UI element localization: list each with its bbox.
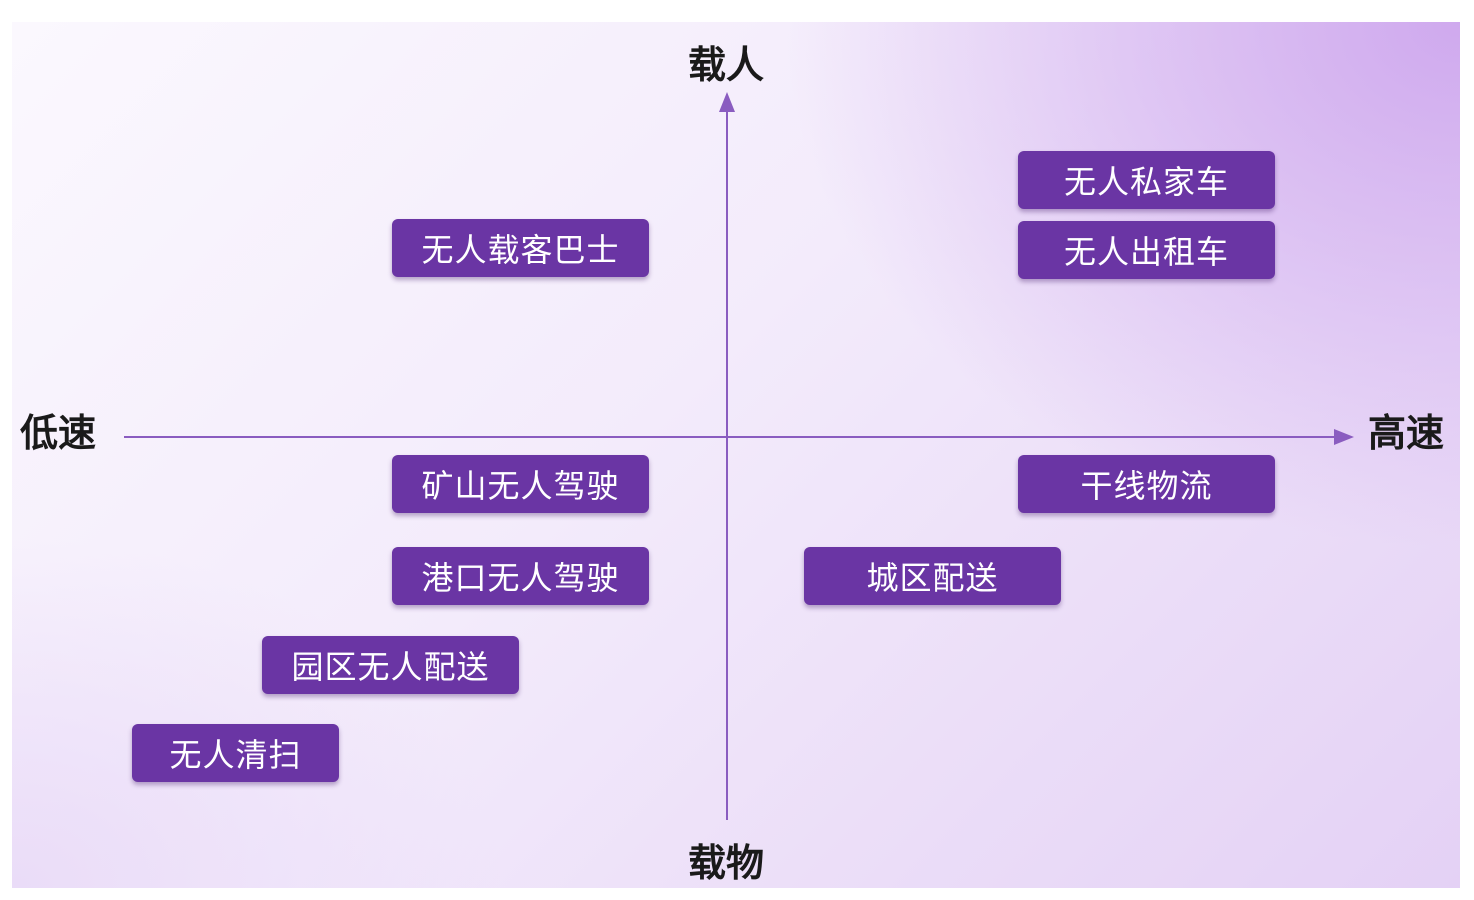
tag-cleaning: 无人清扫 [132,724,339,782]
tag-private-car: 无人私家车 [1018,151,1275,209]
tag-urban-delivery: 城区配送 [804,547,1061,605]
axis-label-left: 低速 [20,411,97,455]
horizontal-axis-arrow [1334,429,1354,445]
tag-trunk-logistics: 干线物流 [1018,455,1275,513]
tag-park-delivery: 园区无人配送 [262,636,519,694]
vertical-axis-arrow [719,92,735,112]
tag-robotaxi: 无人出租车 [1018,221,1275,279]
tag-mining: 矿山无人驾驶 [392,455,649,513]
axis-label-right: 高速 [1368,411,1445,455]
axis-label-bottom: 载物 [688,841,765,885]
axis-label-top: 载人 [688,43,765,87]
tag-passenger-bus: 无人载客巴士 [392,219,649,277]
tag-port: 港口无人驾驶 [392,547,649,605]
